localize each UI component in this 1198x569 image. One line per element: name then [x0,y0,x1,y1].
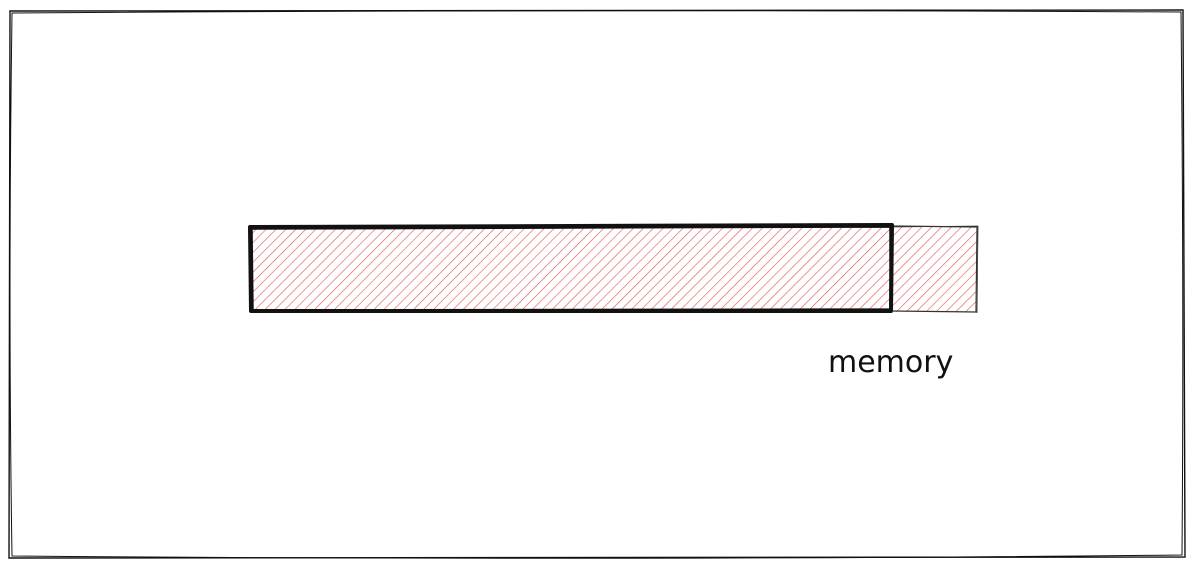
memory-label: memory [828,345,953,380]
memory-bar [248,223,894,313]
memory-extension-block [891,225,979,314]
outer-frame [8,9,1186,559]
